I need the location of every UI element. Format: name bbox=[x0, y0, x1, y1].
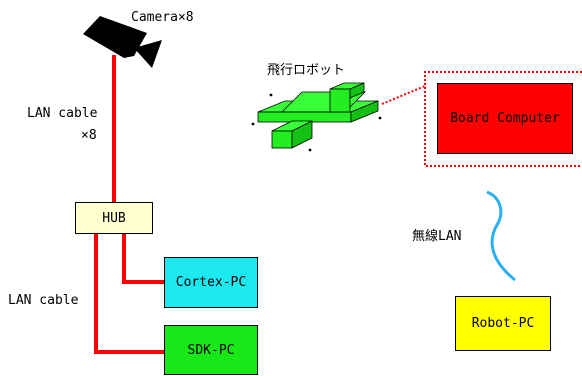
cortex-pc-label: Cortex-PC bbox=[175, 275, 247, 290]
wireless-link bbox=[486, 190, 516, 282]
sdk-pc-box: SDK-PC bbox=[164, 325, 258, 375]
hub-box: HUB bbox=[75, 202, 153, 234]
flying-robot-label: 飛行ロボット bbox=[267, 63, 346, 78]
cortex-pc-box: Cortex-PC bbox=[164, 257, 258, 308]
wireless-lan-label: 無線LAN bbox=[412, 229, 462, 244]
lan-cable-label: LAN cable bbox=[8, 293, 79, 308]
robot-board-link bbox=[381, 85, 426, 105]
hub-cortex-cable bbox=[122, 234, 164, 284]
camera-cable-label: LAN cable bbox=[27, 106, 98, 121]
camera-label: Camera×8 bbox=[131, 10, 194, 25]
robot-pc-label: Robot-PC bbox=[471, 316, 535, 331]
hub-sdk-cable bbox=[94, 234, 164, 354]
flying-robot-icon bbox=[251, 82, 382, 152]
camera-cable-count-label: ×8 bbox=[81, 128, 97, 143]
sdk-pc-label: SDK-PC bbox=[187, 342, 235, 358]
robot-pc-box: Robot-PC bbox=[455, 296, 551, 351]
board-computer-box: Board Computer bbox=[437, 83, 573, 154]
board-computer-label: Board Computer bbox=[450, 111, 560, 126]
hub-label: HUB bbox=[102, 210, 126, 226]
board-enclosure bbox=[424, 71, 582, 167]
camera-icon bbox=[83, 16, 162, 68]
